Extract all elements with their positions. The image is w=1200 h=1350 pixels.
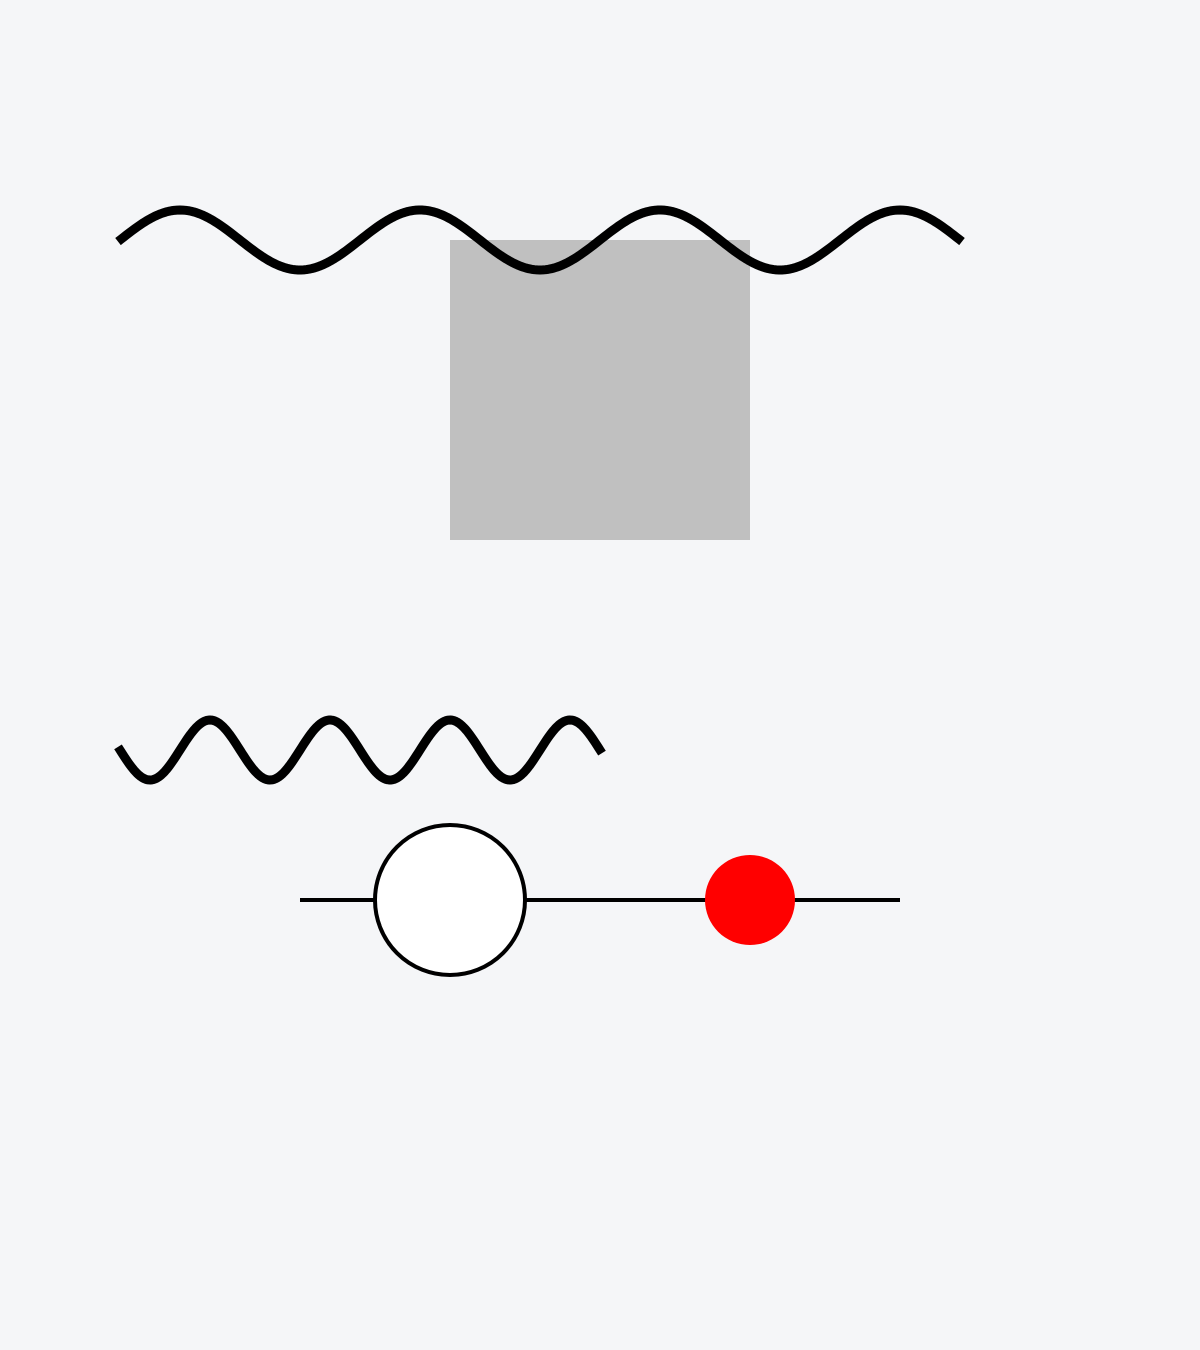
gray-square — [450, 240, 750, 540]
filled-red-dot — [705, 855, 795, 945]
open-circle-node — [373, 823, 527, 977]
long-wave-line — [115, 205, 965, 275]
short-wave-line — [114, 715, 606, 785]
